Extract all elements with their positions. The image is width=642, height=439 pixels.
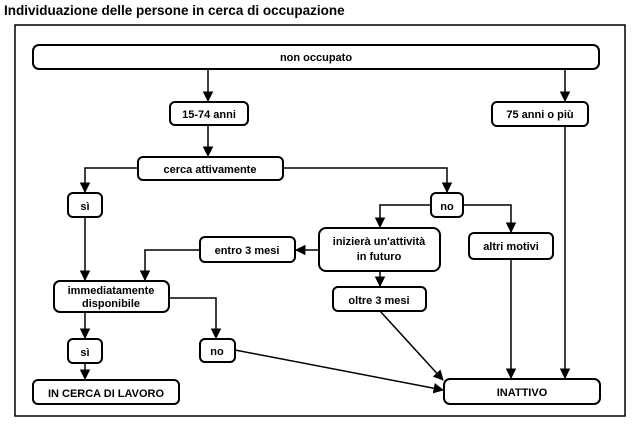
node-cerca-attivamente-label: cerca attivamente: [164, 164, 257, 176]
node-immediatamente-label-line2: disponibile: [82, 298, 140, 310]
node-entro-3-mesi: entro 3 mesi: [199, 236, 296, 263]
node-iniziera-label-line1: inizierà un'attività: [333, 236, 426, 248]
node-si-disponibile-label: sì: [80, 347, 89, 359]
node-iniziera-attivita: inizierà un'attività in futuro: [318, 227, 441, 272]
page-title: Individuazione delle persone in cerca di…: [4, 3, 345, 18]
node-iniziera-label-line2: in futuro: [357, 251, 402, 263]
arrow-oltre-to-inattivo: [379, 310, 444, 381]
arrow-no-to-inattivo: [234, 349, 445, 394]
connectors: [79, 69, 571, 394]
node-in-cerca-di-lavoro-label: IN CERCA DI LAVORO: [48, 388, 165, 400]
node-si-cerca: sì: [67, 192, 103, 218]
node-si-disponibile: sì: [67, 338, 103, 364]
node-immediatamente-disponibile: immediatamente disponibile: [53, 280, 170, 313]
diagram-frame: [14, 24, 626, 417]
node-no-disponibile-label: no: [210, 346, 224, 358]
node-no-cerca: no: [430, 192, 464, 218]
node-no-cerca-label: no: [440, 201, 454, 213]
arrow-cerca-to-no: [283, 167, 453, 194]
node-in-cerca-di-lavoro: IN CERCA DI LAVORO: [32, 379, 180, 405]
node-75-anni-o-piu: 75 anni o più: [491, 101, 589, 127]
node-inattivo-label: INATTIVO: [497, 387, 548, 399]
arrow-no-to-iniziera: [374, 204, 431, 229]
arrow-immediatamente-to-no: [169, 297, 222, 340]
node-75-anni-o-piu-label: 75 anni o più: [506, 109, 573, 121]
arrow-no-to-altri: [463, 204, 517, 234]
node-si-cerca-label: sì: [80, 201, 89, 213]
arrow-entro-to-immediatamente: [139, 249, 200, 282]
node-cerca-attivamente: cerca attivamente: [137, 156, 284, 181]
node-immediatamente-label-line1: immediatamente: [68, 285, 155, 297]
node-15-74-anni-label: 15-74 anni: [182, 109, 236, 121]
node-entro-3-mesi-label: entro 3 mesi: [215, 245, 280, 257]
node-inattivo: INATTIVO: [443, 378, 601, 405]
node-oltre-3-mesi-label: oltre 3 mesi: [348, 295, 409, 307]
node-altri-motivi-label: altri motivi: [483, 241, 539, 253]
node-oltre-3-mesi: oltre 3 mesi: [332, 286, 427, 312]
node-non-occupato-label: non occupato: [280, 52, 352, 64]
node-no-disponibile: no: [199, 338, 236, 363]
arrow-cerca-to-si: [79, 167, 138, 194]
node-non-occupato: non occupato: [32, 44, 600, 70]
node-altri-motivi: altri motivi: [468, 232, 554, 260]
node-15-74-anni: 15-74 anni: [169, 101, 249, 126]
